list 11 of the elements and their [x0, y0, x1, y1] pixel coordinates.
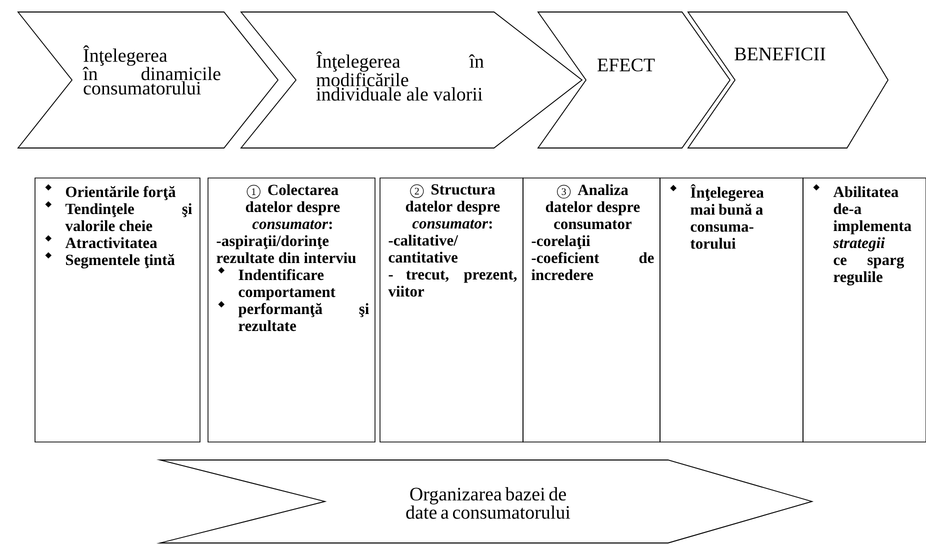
text-box: 2 Structura datelor despre consumator: -calitative/ cantitative - trecut, prezent, viitor — [380, 178, 524, 442]
text-box: Înţelegerea mai bună a consuma-torului — [660, 178, 804, 442]
step-banner: BENEFICII — [687, 12, 889, 148]
step-banner: Organizarea bazei de date a consumatorului — [156, 460, 814, 544]
step-banner: Înţelegerea în dinamicile consumatorului — [17, 12, 279, 148]
text-box: Abilitatea de-a implementa strategii ce sparg regulile — [802, 178, 926, 442]
step-banner: Înţelegerea în modificările individuale ale valorii — [240, 12, 583, 148]
text-box: 1 Colectarea datelor despre consumator: -aspiraţii/dorinţe rezultate din interviu Indentificare comportament performanţă şi rezultate — [208, 178, 376, 442]
step-banner: EFECT — [537, 12, 731, 148]
text-box: Orientările forţă Tendinţele şi valorile cheie Atractivitatea Segmentele ţintă — [34, 178, 200, 442]
text-box: 3 Analiza datelor despre consumator -corelaţii -coeficient de incredere — [522, 178, 660, 442]
